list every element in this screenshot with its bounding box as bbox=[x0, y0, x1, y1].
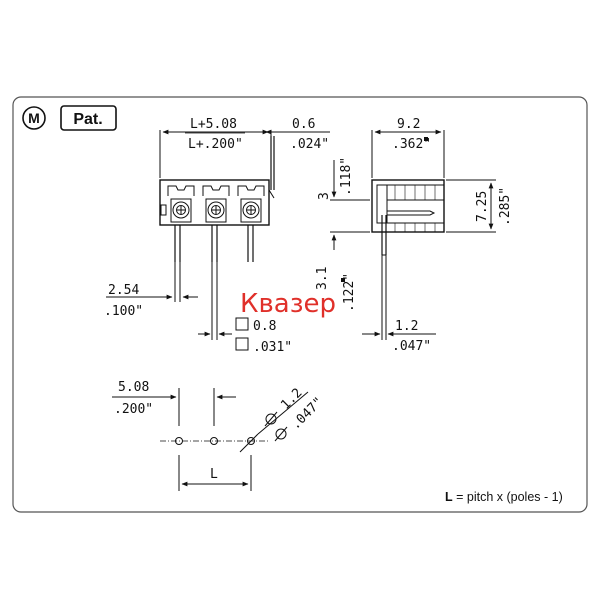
depth-in: .362" bbox=[392, 137, 431, 152]
pat-badge: Pat. bbox=[60, 105, 117, 131]
pin-size-in: .031" bbox=[253, 340, 292, 355]
height-mm: 7.25 bbox=[475, 191, 490, 222]
front-pins bbox=[174, 225, 254, 262]
pin-width-mm: 1.2 bbox=[395, 319, 418, 334]
formula-rest: = pitch x (poles - 1) bbox=[453, 490, 563, 504]
terminal-1 bbox=[167, 185, 195, 223]
pin-width-in: .047" bbox=[392, 339, 431, 354]
front-view bbox=[106, 129, 330, 340]
side-housing bbox=[371, 179, 445, 233]
side-view bbox=[330, 129, 496, 340]
pin-offset-in: .024" bbox=[290, 137, 329, 152]
pat-badge-label: Pat. bbox=[73, 111, 102, 128]
drawing-border bbox=[12, 96, 588, 513]
watermark-text: Квазер bbox=[240, 289, 336, 319]
height-in: .285" bbox=[498, 187, 513, 226]
diameter-symbol-icon bbox=[264, 411, 288, 442]
pcb-hole-2 bbox=[210, 437, 218, 445]
pitch-mm: 2.54 bbox=[108, 283, 139, 298]
pcb-hole-3 bbox=[247, 437, 255, 445]
pitch-formula: L = pitch x (poles - 1) bbox=[445, 490, 563, 504]
top-width-mm: L+5.08 bbox=[190, 117, 237, 132]
m-badge-label: M bbox=[28, 110, 40, 126]
terminal-3 bbox=[237, 185, 265, 223]
terminal-2 bbox=[202, 185, 230, 223]
pin-square-icon bbox=[235, 317, 249, 331]
m-badge: M bbox=[22, 106, 46, 130]
depth-mm: 9.2 bbox=[397, 117, 420, 132]
connector-housing bbox=[159, 179, 270, 226]
pin-height-mm: 3 bbox=[317, 192, 332, 200]
pitch-in: .100" bbox=[104, 304, 143, 319]
length-label: L bbox=[210, 467, 218, 482]
pin-length-in: .122" bbox=[342, 273, 357, 312]
pin-square-icon-2 bbox=[235, 337, 249, 351]
pcb-pitch-mm: 5.08 bbox=[118, 380, 149, 395]
pcb-pitch-in: .200" bbox=[114, 402, 153, 417]
pin-height-in: .118" bbox=[339, 157, 354, 196]
top-width-in: L+.200" bbox=[188, 137, 243, 152]
formula-bold: L bbox=[445, 490, 453, 504]
pin-size-mm: 0.8 bbox=[253, 319, 276, 334]
pin-length-marker bbox=[341, 278, 345, 282]
depth-marker bbox=[424, 137, 428, 141]
pin-length-mm: 3.1 bbox=[315, 267, 330, 290]
pcb-layout bbox=[112, 388, 309, 491]
pin-offset-mm: 0.6 bbox=[292, 117, 315, 132]
pcb-hole-1 bbox=[175, 437, 183, 445]
